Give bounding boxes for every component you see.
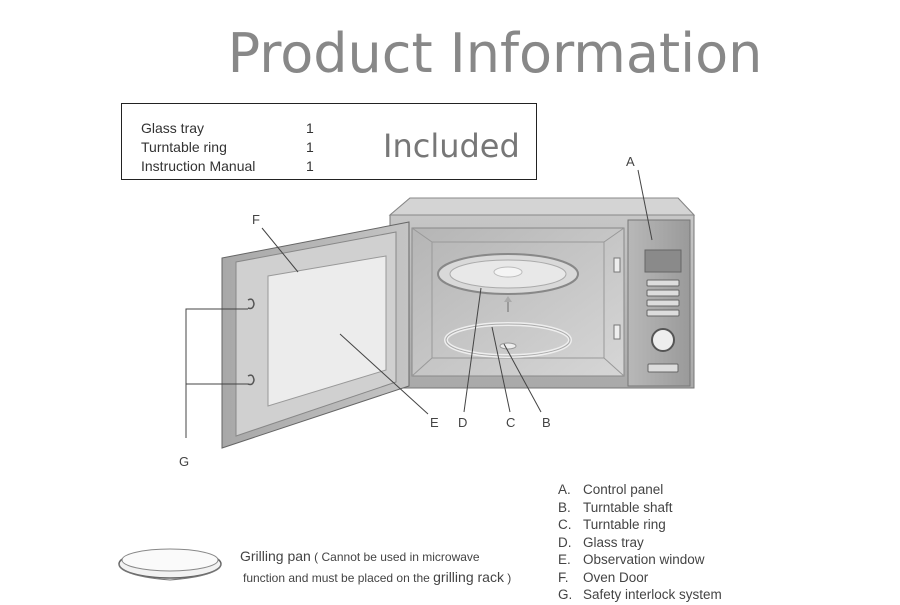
grilling-pan-note-2a: function and must be placed on the: [243, 571, 430, 585]
page-title: Product Information: [227, 22, 763, 85]
callout-b: B: [542, 415, 551, 430]
interlock-hook: [247, 298, 255, 310]
oven-door: [221, 221, 410, 449]
included-item-qty: 1: [306, 158, 314, 174]
included-item-name: Instruction Manual: [141, 158, 256, 174]
list-item: C.Turntable ring: [558, 517, 666, 532]
interlock-hook: [247, 374, 255, 386]
parts-list: A.Control panel B.Turntable shaft C.Turn…: [558, 482, 722, 605]
callout-a: A: [626, 154, 635, 169]
included-item-qty: 1: [306, 139, 314, 155]
list-item: B.Turntable shaft: [558, 499, 673, 515]
included-item-name: Turntable ring: [141, 139, 227, 155]
oven-cavity: [411, 227, 625, 377]
observation-window: [267, 255, 387, 407]
callout-leaders: [185, 169, 653, 438]
grilling-pan-note-2c: ): [507, 571, 512, 585]
callout-d: D: [458, 415, 467, 430]
glass-tray: [437, 253, 579, 295]
included-item-qty: 1: [306, 120, 314, 136]
included-item-name: Glass tray: [141, 120, 205, 136]
list-item: A.Control panel: [558, 482, 664, 497]
callout-g: G: [179, 454, 189, 469]
list-item: D.Glass tray: [558, 534, 644, 550]
grilling-pan-caption: Grilling pan ( Cannot be used in microwa…: [240, 546, 511, 588]
grilling-pan: [118, 548, 222, 581]
included-items-box: Glass tray 1 Turntable ring 1 Instructio…: [121, 103, 537, 180]
callout-f: F: [252, 212, 260, 227]
grilling-pan-label: Grilling pan: [240, 548, 311, 564]
turntable-ring: [444, 322, 572, 358]
list-item: G.Safety interlock system: [558, 587, 722, 602]
list-item: F.Oven Door: [558, 569, 649, 585]
grilling-pan-note-1: ( Cannot be used in microwave: [314, 550, 480, 564]
callout-c: C: [506, 415, 515, 430]
list-item: E.Observation window: [558, 552, 705, 567]
grilling-pan-note-2b: grilling rack: [433, 569, 504, 585]
control-panel: [627, 219, 691, 387]
callout-e: E: [430, 415, 439, 430]
included-label: Included: [383, 127, 520, 165]
